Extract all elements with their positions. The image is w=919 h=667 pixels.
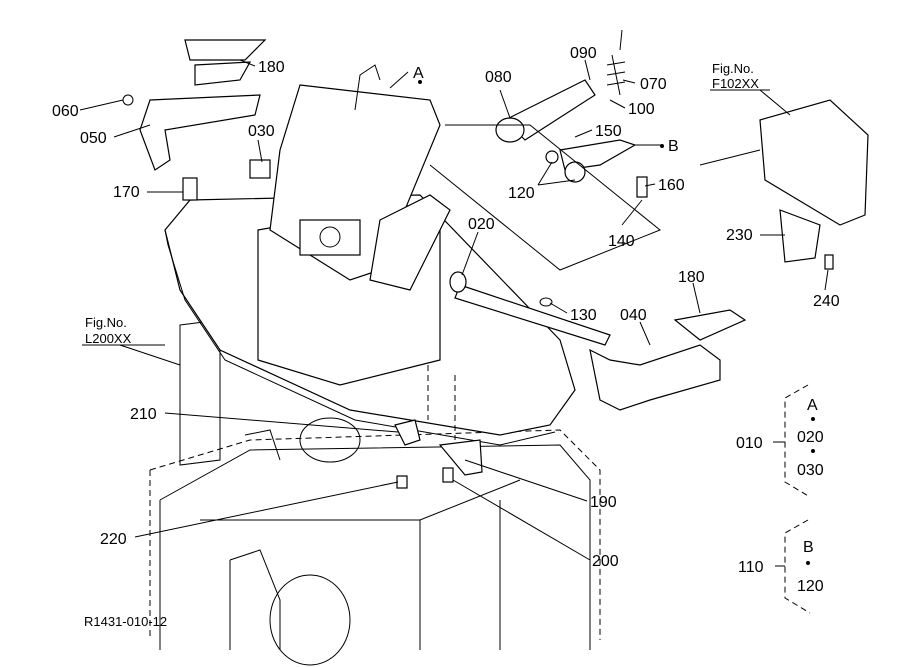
callout-160: 160 [658, 177, 685, 194]
callout-080: 080 [485, 69, 512, 86]
callout-140: 140 [608, 233, 635, 250]
fig-ref-label: Fig.No. [712, 61, 754, 76]
pedal-left [122, 39, 271, 201]
callout-050: 050 [80, 130, 107, 147]
callout-180-right: 180 [678, 269, 705, 286]
drawing-code: R1431-010-12 [84, 614, 167, 629]
cover-assembly [699, 99, 869, 270]
callout-220: 220 [100, 531, 127, 548]
leader-lines [79, 59, 829, 561]
callout-210: 210 [130, 406, 157, 423]
callout-230: 230 [726, 227, 753, 244]
callout-170: 170 [113, 184, 140, 201]
callout-070: 070 [640, 76, 667, 93]
chassis-frame [149, 319, 601, 666]
callout-090: 090 [570, 45, 597, 62]
callout-240: 240 [813, 293, 840, 310]
callout-040: 040 [620, 307, 647, 324]
callout-A: A [413, 65, 424, 82]
assembly-110-group: B [803, 539, 814, 556]
assembly-010-group: A [807, 397, 818, 414]
callout-120: 120 [508, 185, 535, 202]
small-parts [394, 365, 483, 489]
callout-B: B [668, 138, 679, 155]
callout-200: 200 [592, 553, 619, 570]
callout-100: 100 [628, 101, 655, 118]
callout-030: 030 [248, 123, 275, 140]
callout-190: 190 [590, 494, 617, 511]
assembly-010-part: 030 [797, 462, 824, 479]
callout-130: 130 [570, 307, 597, 324]
assembly-110-number: 110 [738, 559, 764, 576]
assembly-010-part: 020 [797, 429, 824, 446]
pedal-bracket [257, 64, 451, 386]
fig-ref-label: Fig.No. [85, 315, 127, 330]
callout-180: 180 [258, 59, 285, 76]
callout-150: 150 [595, 123, 622, 140]
fig-ref-code: L200XX [85, 331, 132, 346]
assembly-110-part: 120 [797, 578, 824, 595]
callout-060: 060 [52, 103, 79, 120]
assembly-010-number: 010 [736, 435, 763, 452]
callout-020: 020 [468, 216, 495, 233]
fig-ref-code: F102XX [712, 76, 759, 91]
arm-assembly [429, 29, 661, 271]
assembly-brackets [82, 80, 815, 614]
pedal-shaft [449, 271, 747, 411]
